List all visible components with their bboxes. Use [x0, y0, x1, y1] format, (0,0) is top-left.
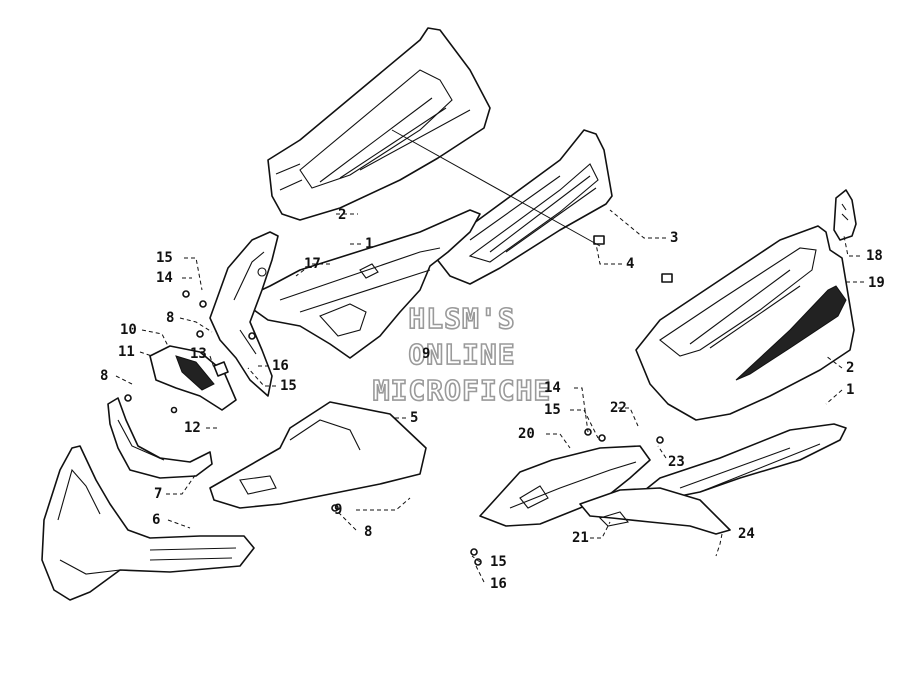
callout-10: 10: [120, 322, 137, 338]
watermark-line-1: HLSM'S: [408, 302, 515, 335]
callout-17: 17: [304, 256, 321, 272]
callout-16-lower: 16: [490, 576, 507, 592]
part-bumper-bracket-right[interactable]: [479, 445, 651, 527]
callout-15-upper-left: 15: [156, 250, 173, 266]
part-front-bracket-left[interactable]: [209, 231, 279, 397]
callout-20: 20: [518, 426, 535, 442]
watermark-line-2: ONLINE: [408, 338, 515, 371]
part-clip-13[interactable]: [213, 361, 229, 377]
callout-18: 18: [866, 248, 883, 264]
callout-7: 7: [154, 486, 162, 502]
part-skid-plate[interactable]: [209, 401, 427, 509]
callout-6: 6: [152, 512, 160, 528]
part-running-board-right[interactable]: [639, 423, 847, 501]
callout-15-mid: 15: [280, 378, 297, 394]
callout-23: 23: [668, 454, 685, 470]
part-upper-side-panel-right[interactable]: [635, 225, 855, 421]
callout-19: 19: [868, 275, 885, 291]
callout-1-right: 1: [846, 382, 854, 398]
callout-24: 24: [738, 526, 755, 542]
leader-lines: [115, 129, 864, 583]
part-side-deflector[interactable]: [149, 345, 237, 411]
callout-8-left: 8: [100, 368, 108, 384]
hardware-fasteners: [124, 235, 673, 566]
callout-14-upper-left: 14: [156, 270, 173, 286]
callout-2-right: 2: [846, 360, 854, 376]
part-skid-right[interactable]: [579, 487, 731, 535]
callout-15-lower: 15: [490, 554, 507, 570]
callout-5: 5: [410, 410, 418, 426]
callout-8-lower: 8: [364, 524, 372, 540]
callout-22: 22: [610, 400, 627, 416]
part-running-board-left[interactable]: [239, 209, 481, 359]
callout-15-right: 15: [544, 402, 561, 418]
callout-21: 21: [572, 530, 589, 546]
callout-11: 11: [118, 344, 135, 360]
callout-9-upper: 9: [422, 346, 430, 362]
callout-13: 13: [190, 346, 207, 362]
callout-4: 4: [626, 256, 634, 272]
callout-labels: 2 1 17 15 14 8 10 11 13 16 15 9 8 12 7 5…: [100, 207, 885, 592]
callout-9-lower: 9: [334, 502, 342, 518]
part-nose-bumper[interactable]: [41, 445, 255, 601]
callout-8-upper-left: 8: [166, 310, 174, 326]
watermark: HLSM'S ONLINE MICROFICHE: [372, 301, 552, 408]
callout-1-upper: 1: [365, 236, 373, 252]
part-mid-side-panel[interactable]: [435, 129, 613, 285]
callout-16-upper: 16: [272, 358, 289, 374]
watermark-line-3: MICROFICHE: [373, 374, 552, 407]
callout-3: 3: [670, 230, 678, 246]
callout-12: 12: [184, 420, 201, 436]
part-upper-side-panel-left[interactable]: [267, 27, 491, 221]
part-bracket-18[interactable]: [833, 189, 857, 241]
callout-2-upper: 2: [338, 207, 346, 223]
part-front-bumper-bracket[interactable]: [107, 397, 213, 479]
callout-14-right: 14: [544, 380, 561, 396]
